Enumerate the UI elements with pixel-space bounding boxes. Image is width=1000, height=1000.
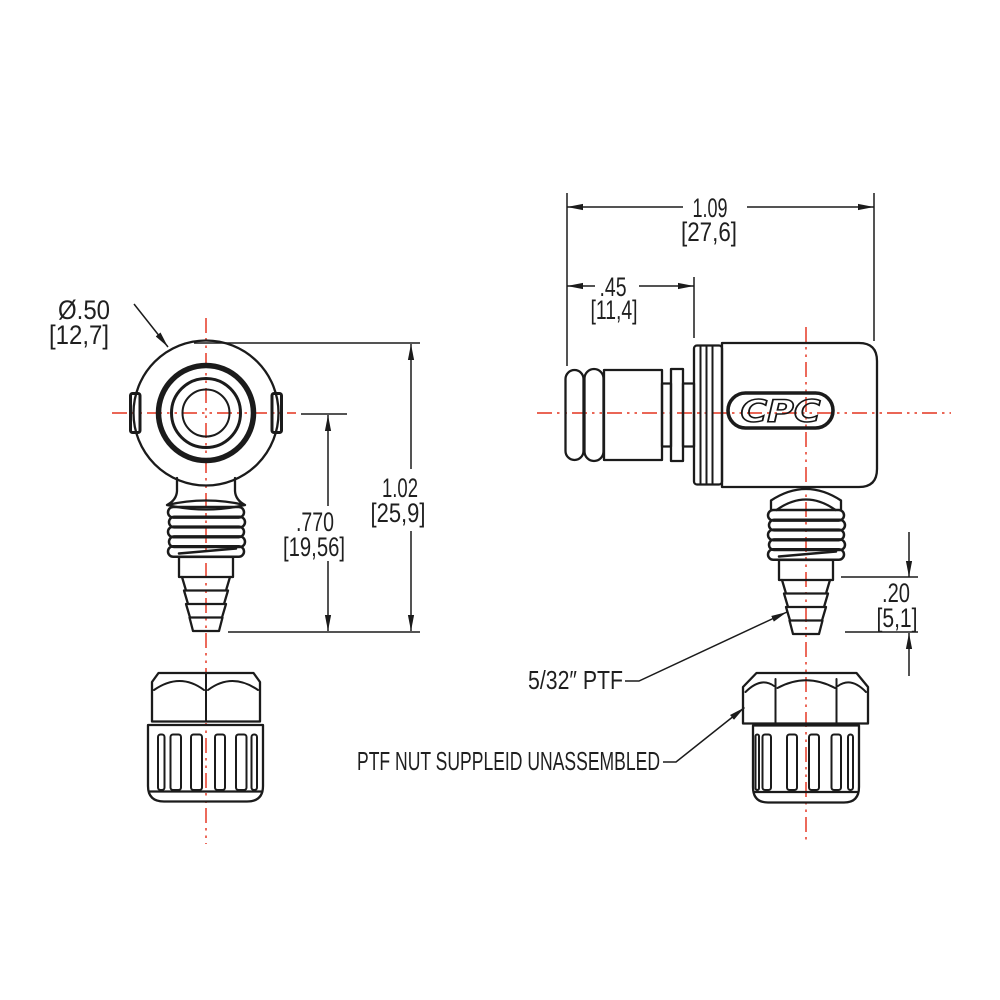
front-view [129,339,283,633]
front-nut-hex [150,671,262,723]
coupling-valve-ring [155,362,257,464]
label-nut-note: PTF NUT SUPPLEID UNASSEMBLED [357,746,660,776]
front-nut-hex-facets [153,672,259,723]
extension-lines [194,193,918,633]
dimension-lines [133,193,918,763]
side-nut-skirt [751,724,861,804]
side-nut-hex [741,671,870,725]
stem-ring [669,367,685,463]
leader-nut-note [663,706,745,763]
dim-overall-width-inch: 1.09 [693,193,728,223]
stem-end-lobe [583,367,605,463]
coupling-outer-circle [132,339,280,487]
dim-overall-width-mm: [27,6] [681,217,737,247]
front-nut-skirt [146,723,265,803]
left-latch-tab [129,392,142,434]
stem-groove-2 [681,382,696,448]
body-bottom-collar [769,487,843,512]
centerlines [112,318,951,844]
dim-coupling-width-mm: [11,4] [591,295,638,325]
leader-thread-spec [625,611,788,682]
front-neck-flare [165,476,247,511]
dim-overall-height-inch: 1.02 [382,473,418,503]
right-latch-tab [270,392,283,434]
side-nut-hex-facets [744,678,867,725]
side-nut-knurl-slots [754,733,854,791]
dimension-text: Ø.50 [12,7] 1.02 [25,9] .770 [19,56] 1.0… [49,193,918,776]
label-thread-spec: 5/32″ PTF [528,665,623,695]
cpc-logo: CPC [741,395,821,430]
dim-diameter-inch: Ø.50 [58,295,110,325]
dim-barb-length-inch: .20 [882,578,910,608]
front-nut-knurl-slots [157,733,258,791]
stem-cylinder [602,368,664,462]
coupling-bore-circle [181,388,231,438]
dim-stem-height-mm: [19,56] [283,532,345,562]
dim-coupling-width-inch: .45 [600,272,627,302]
leader-diameter [133,303,169,348]
collar-ribs [699,344,714,486]
dim-overall-height-mm: [25,9] [371,498,426,528]
side-view: CPC [564,341,879,636]
logo-capsule [726,391,835,430]
dim-diameter-mm: [12,7] [49,320,109,350]
stem-groove [660,382,673,448]
front-nut [146,671,265,803]
coupling-inner-ring [170,377,242,449]
stem-end-cap [564,368,585,462]
coupling-body [720,341,879,489]
dim-stem-height-inch: .770 [296,507,334,537]
side-nut [741,671,870,804]
body-ribbed-collar [692,344,724,486]
dim-barb-length-mm: [5,1] [877,603,918,633]
